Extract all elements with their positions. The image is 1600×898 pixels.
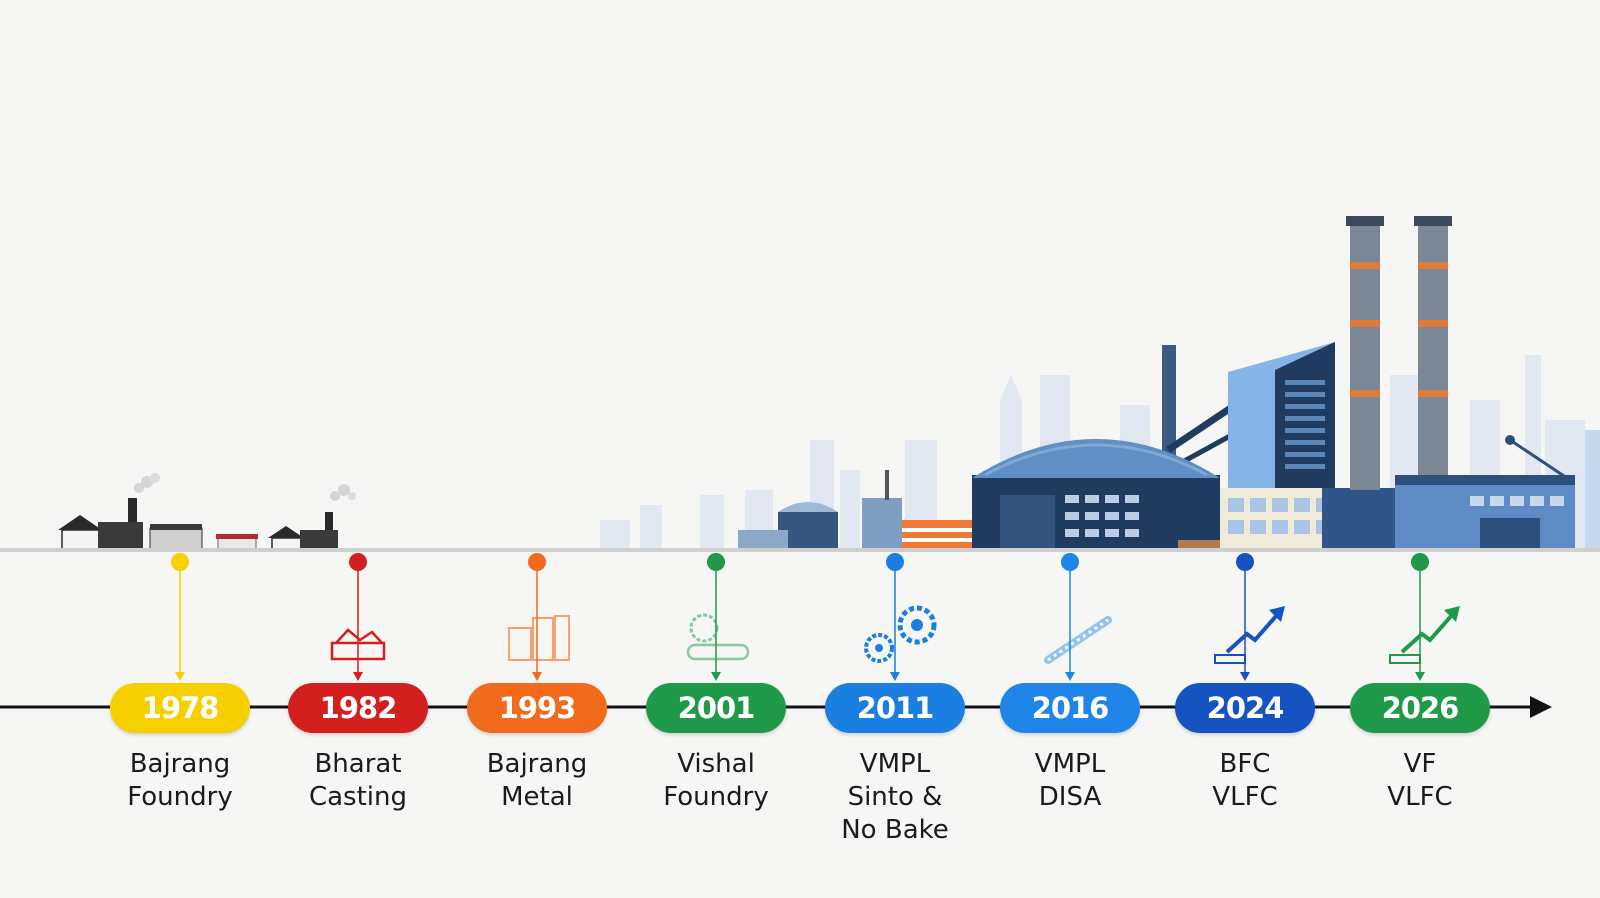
year-pill-2011: 2011 xyxy=(825,683,965,733)
growth-arrow-icon xyxy=(1214,606,1285,664)
milestone-label-line: Foundry xyxy=(127,782,233,812)
milestone-label-line: VMPL xyxy=(1034,749,1106,779)
growth-arrow-icon xyxy=(1389,606,1460,664)
milestone-label-line: Metal xyxy=(501,782,573,812)
milestone-dot xyxy=(1061,553,1079,571)
milestone-label-line: VMPL xyxy=(859,749,931,779)
milestone-dot xyxy=(528,553,546,571)
year-pill-2001: 2001 xyxy=(646,683,786,733)
gear-conveyor-icon xyxy=(686,613,750,661)
milestone-label-line: Bharat xyxy=(314,749,402,779)
connector-arrowhead xyxy=(532,672,542,681)
connector-arrowhead xyxy=(1240,672,1250,681)
year-pill-2024: 2024 xyxy=(1175,683,1315,733)
connector-arrowhead xyxy=(1065,672,1075,681)
milestone-label-line: Foundry xyxy=(663,782,769,812)
milestone-label-line: Vishal xyxy=(677,749,755,779)
connector-arrowhead xyxy=(175,672,185,681)
milestone-dot xyxy=(1236,553,1254,571)
milestone-label-line: Bajrang xyxy=(486,749,588,779)
milestone-dot xyxy=(171,553,189,571)
metal-structure-icon xyxy=(508,615,570,661)
milestone-label-line: VF xyxy=(1403,749,1437,779)
gears-icon xyxy=(864,605,937,663)
milestone-label-line: Sinto & xyxy=(847,782,943,812)
year-pill-2026: 2026 xyxy=(1350,683,1490,733)
milestone-connectors xyxy=(171,553,1429,681)
connector-arrowhead xyxy=(1415,672,1425,681)
milestone-dot xyxy=(1411,553,1429,571)
industrial-complex-illustration xyxy=(738,216,1600,550)
year-pill-1982: 1982 xyxy=(288,683,428,733)
milestone-label-line: DISA xyxy=(1038,782,1102,812)
casting-icon xyxy=(330,628,386,661)
milestone-label-line: VLFC xyxy=(1212,782,1278,812)
year-pill-1978: 1978 xyxy=(110,683,250,733)
year-pill-2016: 2016 xyxy=(1000,683,1140,733)
small-factories-illustration xyxy=(58,473,356,551)
milestone-label-line: Casting xyxy=(308,782,408,812)
conveyor-icon xyxy=(1044,616,1112,664)
milestone-label-line: BFC xyxy=(1219,749,1271,779)
milestone-icons xyxy=(330,605,1460,664)
year-pill-1993: 1993 xyxy=(467,683,607,733)
milestone-dot xyxy=(707,553,725,571)
milestone-dot xyxy=(886,553,904,571)
milestone-dot xyxy=(349,553,367,571)
milestone-label-line: Bajrang xyxy=(129,749,231,779)
connector-arrowhead xyxy=(890,672,900,681)
milestone-label-line: No Bake xyxy=(841,815,949,845)
connector-arrowhead xyxy=(353,672,363,681)
milestone-label-line: VLFC xyxy=(1387,782,1453,812)
connector-arrowhead xyxy=(711,672,721,681)
